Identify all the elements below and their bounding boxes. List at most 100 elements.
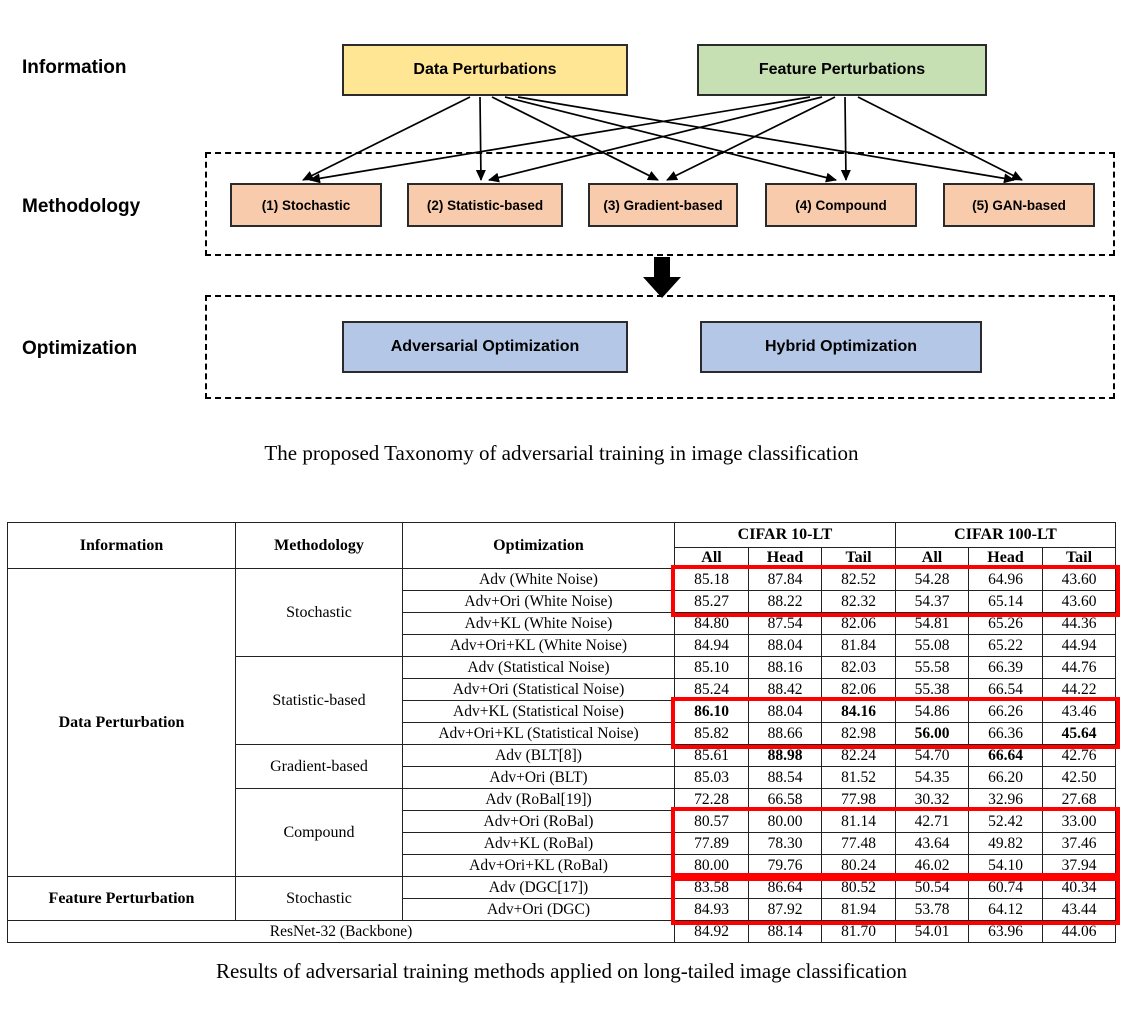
value-cell: 54.70 bbox=[895, 744, 970, 767]
value-cell: 86.10 bbox=[674, 700, 749, 723]
value-cell: 81.84 bbox=[820, 634, 897, 657]
node-adversarial-optimization: Adversarial Optimization bbox=[342, 321, 628, 373]
optimization-cell: Adv+Ori+KL (Statistical Noise) bbox=[402, 722, 675, 745]
value-cell: 50.54 bbox=[895, 876, 970, 899]
value-cell: 46.02 bbox=[895, 854, 970, 877]
optimization-cell: Adv+Ori (White Noise) bbox=[402, 590, 675, 613]
value-cell: 65.22 bbox=[968, 634, 1044, 657]
value-cell: 54.37 bbox=[895, 590, 970, 613]
node-compound: (4) Compound bbox=[765, 183, 917, 227]
value-cell: 85.27 bbox=[674, 590, 749, 613]
value-cell: 86.64 bbox=[748, 876, 822, 899]
value-cell: 66.26 bbox=[968, 700, 1044, 723]
results-table-head: Information Methodology Optimization CIF… bbox=[7, 522, 1117, 569]
row-label-information: Information bbox=[22, 57, 127, 78]
value-cell: 64.96 bbox=[968, 568, 1044, 591]
value-cell: 88.04 bbox=[748, 634, 822, 657]
optimization-cell: Adv+Ori+KL (White Noise) bbox=[402, 634, 675, 657]
value-cell: 54.01 bbox=[895, 920, 970, 943]
information-cell: Feature Perturbation bbox=[7, 876, 236, 921]
node-stochastic: (1) Stochastic bbox=[230, 183, 382, 227]
diagram-caption: The proposed Taxonomy of adversarial tra… bbox=[264, 441, 859, 465]
value-cell: 77.48 bbox=[820, 832, 897, 855]
value-cell: 84.94 bbox=[674, 634, 749, 657]
value-cell: 77.98 bbox=[820, 788, 897, 811]
value-cell: 84.80 bbox=[674, 612, 749, 635]
value-cell: 43.60 bbox=[1042, 568, 1117, 591]
value-cell: 80.24 bbox=[820, 854, 897, 877]
optimization-cell: Adv+KL (White Noise) bbox=[402, 612, 675, 635]
optimization-cell: Adv+Ori (BLT) bbox=[402, 766, 675, 789]
value-cell: 81.52 bbox=[820, 766, 897, 789]
value-cell: 43.46 bbox=[1042, 700, 1117, 723]
results-table: Information Methodology Optimization CIF… bbox=[7, 522, 1117, 943]
value-cell: 45.64 bbox=[1042, 722, 1117, 745]
value-cell: 55.58 bbox=[895, 656, 970, 679]
value-cell: 42.71 bbox=[895, 810, 970, 833]
table-caption: Results of adversarial training methods … bbox=[215, 959, 908, 983]
value-cell: 32.96 bbox=[968, 788, 1044, 811]
subcol-tail-100: Tail bbox=[1042, 547, 1117, 569]
value-cell: 85.10 bbox=[674, 656, 749, 679]
value-cell: 85.03 bbox=[674, 766, 749, 789]
methodology-cell: Stochastic bbox=[235, 876, 403, 921]
value-cell: 42.76 bbox=[1042, 744, 1117, 767]
optimization-cell: Adv+Ori+KL (RoBal) bbox=[402, 854, 675, 877]
value-cell: 85.82 bbox=[674, 722, 749, 745]
value-cell: 88.98 bbox=[748, 744, 822, 767]
methodology-cell: Statistic-based bbox=[235, 656, 403, 745]
value-cell: 64.12 bbox=[968, 898, 1044, 921]
value-cell: 88.54 bbox=[748, 766, 822, 789]
value-cell: 87.84 bbox=[748, 568, 822, 591]
row-label-methodology: Methodology bbox=[22, 196, 141, 217]
optimization-cell: Adv+Ori (DGC) bbox=[402, 898, 675, 921]
subcol-head-10: Head bbox=[748, 547, 822, 569]
subcol-all-100: All bbox=[895, 547, 970, 569]
value-cell: 82.03 bbox=[820, 656, 897, 679]
value-cell: 82.52 bbox=[820, 568, 897, 591]
node-data-perturbations: Data Perturbations bbox=[342, 44, 628, 96]
value-cell: 55.08 bbox=[895, 634, 970, 657]
value-cell: 81.94 bbox=[820, 898, 897, 921]
value-cell: 88.22 bbox=[748, 590, 822, 613]
node-gan-based: (5) GAN-based bbox=[943, 183, 1095, 227]
value-cell: 54.10 bbox=[968, 854, 1044, 877]
node-gradient-based: (3) Gradient-based bbox=[588, 183, 738, 227]
optimization-cell: Adv (Statistical Noise) bbox=[402, 656, 675, 679]
value-cell: 44.06 bbox=[1042, 920, 1117, 943]
information-cell: Data Perturbation bbox=[7, 568, 236, 877]
value-cell: 82.98 bbox=[820, 722, 897, 745]
col-header-methodology: Methodology bbox=[235, 522, 403, 569]
optimization-cell: Adv+Ori (Statistical Noise) bbox=[402, 678, 675, 701]
value-cell: 54.28 bbox=[895, 568, 970, 591]
value-cell: 66.64 bbox=[968, 744, 1044, 767]
node-statistic-based: (2) Statistic-based bbox=[407, 183, 563, 227]
subcol-head-100: Head bbox=[968, 547, 1044, 569]
value-cell: 44.22 bbox=[1042, 678, 1117, 701]
value-cell: 66.20 bbox=[968, 766, 1044, 789]
value-cell: 52.42 bbox=[968, 810, 1044, 833]
value-cell: 63.96 bbox=[968, 920, 1044, 943]
optimization-cell: Adv+KL (Statistical Noise) bbox=[402, 700, 675, 723]
table-wrapper: Information Methodology Optimization CIF… bbox=[7, 522, 1120, 943]
value-cell: 66.36 bbox=[968, 722, 1044, 745]
value-cell: 85.24 bbox=[674, 678, 749, 701]
methodology-cell: Gradient-based bbox=[235, 744, 403, 789]
value-cell: 54.86 bbox=[895, 700, 970, 723]
value-cell: 88.04 bbox=[748, 700, 822, 723]
value-cell: 49.82 bbox=[968, 832, 1044, 855]
backbone-label: ResNet-32 (Backbone) bbox=[7, 920, 675, 943]
value-cell: 30.32 bbox=[895, 788, 970, 811]
value-cell: 79.76 bbox=[748, 854, 822, 877]
optimization-cell: Adv (White Noise) bbox=[402, 568, 675, 591]
value-cell: 80.57 bbox=[674, 810, 749, 833]
value-cell: 60.74 bbox=[968, 876, 1044, 899]
value-cell: 54.35 bbox=[895, 766, 970, 789]
